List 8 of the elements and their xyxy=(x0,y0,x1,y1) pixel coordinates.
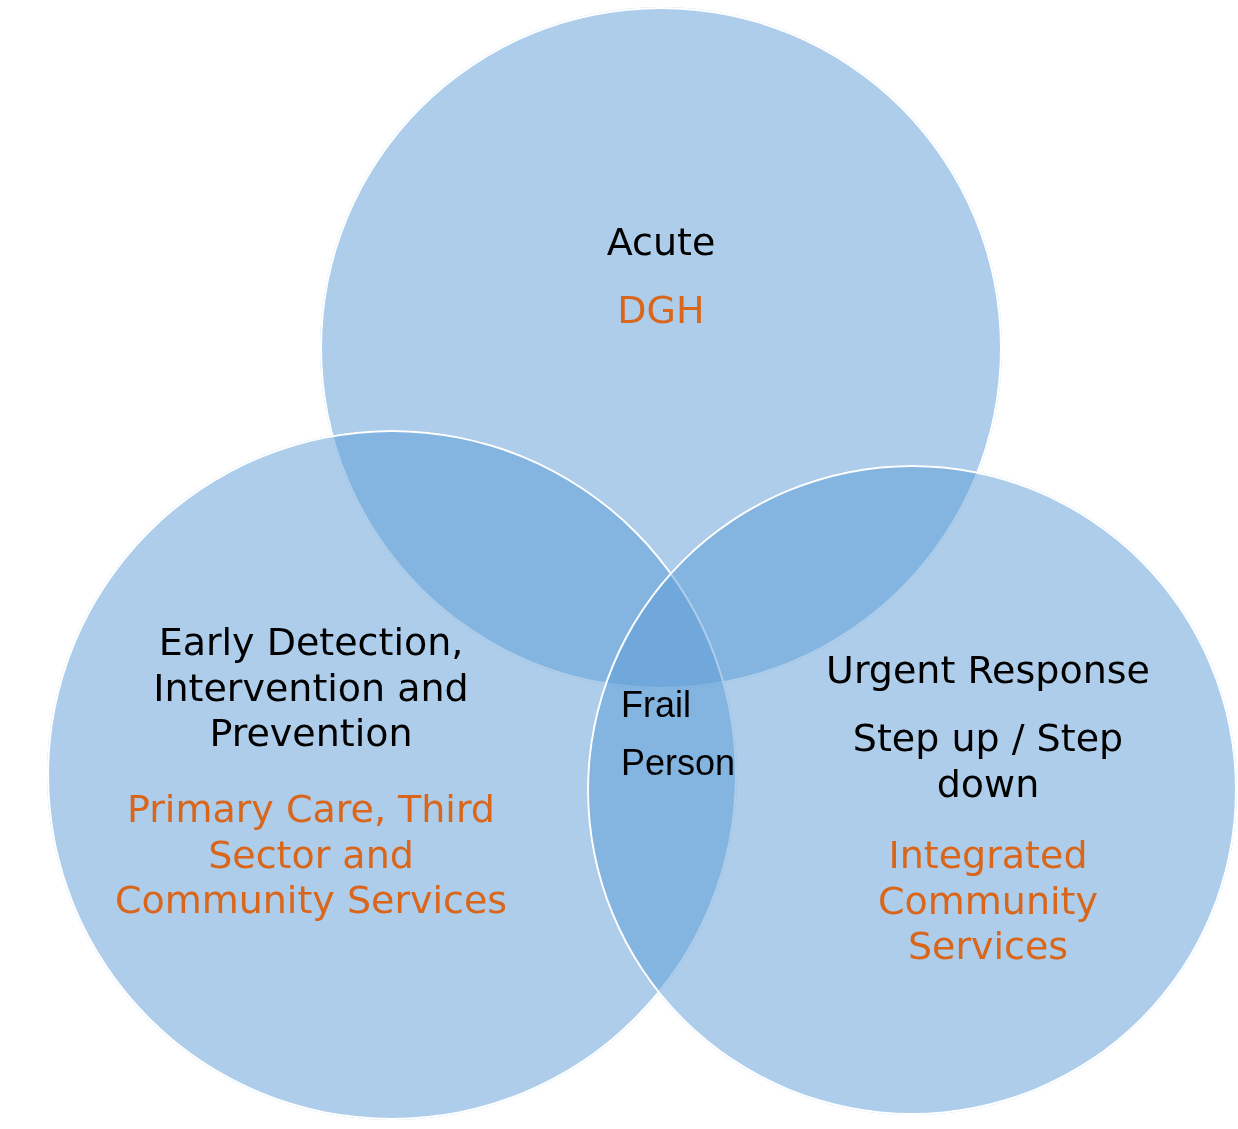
circle-subheading: DGH xyxy=(616,288,706,334)
circle-heading: Acute xyxy=(605,220,717,266)
circle-subheading: Integrated Community Services xyxy=(877,833,1099,970)
center-label: Frail Person xyxy=(621,683,737,785)
circle-heading: Urgent Response xyxy=(825,648,1151,694)
circle-text: Step up / Step down xyxy=(851,716,1125,808)
circle-subheading: Primary Care, Third Sector and Community Services xyxy=(113,787,509,924)
circle-heading: Early Detection, Intervention and Prevention xyxy=(152,620,470,757)
